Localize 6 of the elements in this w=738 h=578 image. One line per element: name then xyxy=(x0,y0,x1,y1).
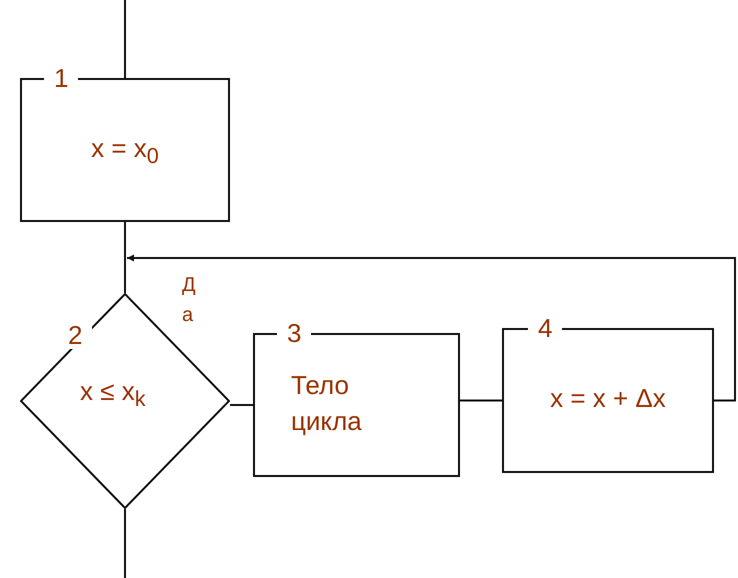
decision-diamond xyxy=(20,293,230,509)
condition-text: x ≤ x$_{k}$ xyxy=(80,375,147,414)
process-text: x = x + Δx xyxy=(549,382,667,415)
process-text: Тело цикла xyxy=(291,369,363,438)
process-text: x = x$_{0}$ xyxy=(90,132,160,170)
branch-label: Да xyxy=(182,273,197,328)
